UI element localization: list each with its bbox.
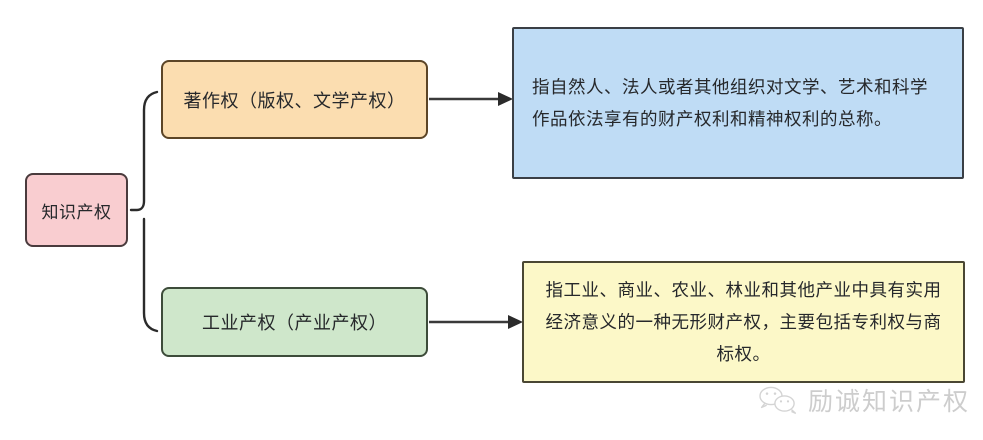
- watermark-text: 励诚知识产权: [808, 388, 971, 416]
- node-description-copyright[interactable]: 指自然人、法人或者其他组织对文学、艺术和科学作品依法享有的财产权利和精神权利的总…: [512, 27, 964, 179]
- node-description-industrial-property[interactable]: 指工业、商业、农业、林业和其他产业中具有实用经济意义的一种无形财产权，主要包括专…: [522, 261, 965, 383]
- node-root-intellectual-property[interactable]: 知识产权: [25, 173, 128, 247]
- node-branch-copyright-label: 著作权（版权、文学产权）: [183, 90, 406, 111]
- node-branch-industrial-property[interactable]: 工业产权（产业产权）: [161, 287, 428, 357]
- curly-brace-connector: [129, 90, 159, 333]
- arrow-industrial-to-description: [429, 315, 523, 329]
- node-description-industrial-property-text: 指工业、商业、农业、林业和其他产业中具有实用经济意义的一种无形财产权，主要包括专…: [545, 280, 942, 364]
- arrow-copyright-to-description: [429, 92, 513, 106]
- node-root-label: 知识产权: [41, 202, 112, 222]
- watermark: 励诚知识产权: [757, 382, 970, 418]
- node-description-copyright-text: 指自然人、法人或者其他组织对文学、艺术和科学作品依法享有的财产权利和精神权利的总…: [532, 77, 928, 129]
- node-branch-copyright[interactable]: 著作权（版权、文学产权）: [161, 60, 428, 139]
- wechat-icon: [759, 386, 797, 414]
- node-branch-industrial-property-label: 工业产权（产业产权）: [202, 313, 387, 333]
